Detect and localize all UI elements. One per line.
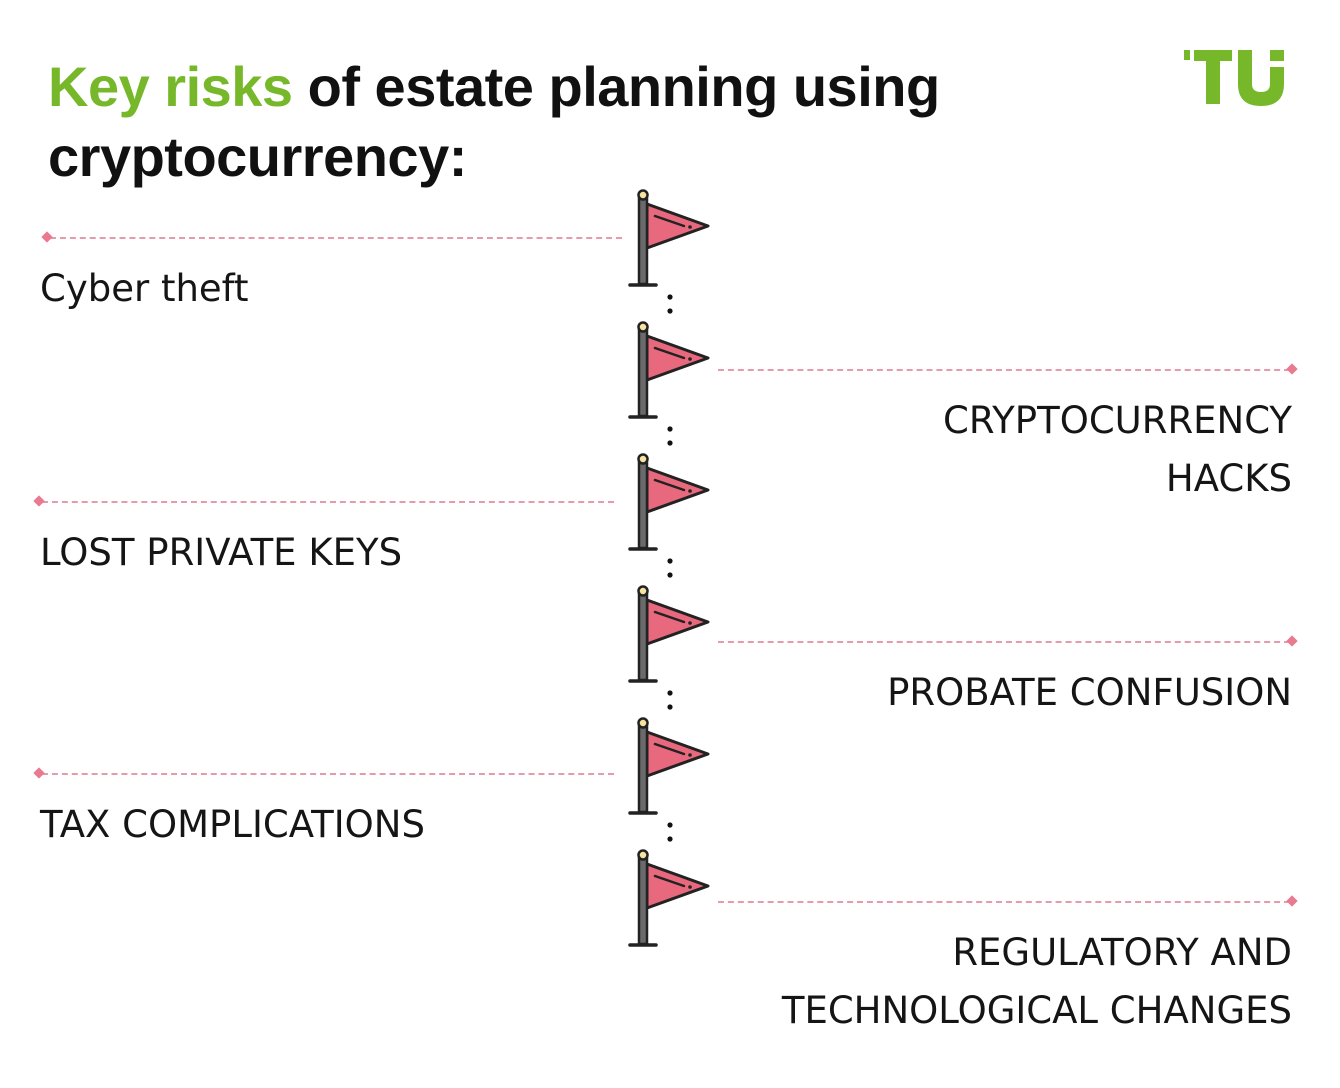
flag-pole [637, 196, 649, 286]
flag-stripe-dot [688, 225, 692, 229]
flag-pole-knob [637, 321, 649, 333]
flag-cloth [645, 466, 710, 514]
connector-colon-dot [667, 426, 673, 432]
title-accent: Key risks [48, 55, 293, 118]
flag-stripe [653, 742, 686, 756]
connector-colon-dot [667, 822, 673, 828]
flag-stripe [653, 874, 686, 888]
flag-cloth [645, 202, 710, 250]
flag-stripe [653, 478, 686, 492]
flag-stripe [653, 346, 686, 360]
risk-label-cryptocurrency-hacks: CRYPTOCURRENCY HACKS [943, 399, 1292, 500]
flag-stripe [653, 214, 686, 228]
flag-pole [637, 592, 649, 682]
connector-colon-dot [667, 572, 673, 578]
flag-pole-knob [637, 585, 649, 597]
flag-pole [637, 724, 649, 814]
risk-label-cyber-theft: Cyber theft [40, 267, 249, 310]
connector-colon-dot [667, 836, 673, 842]
tu-logo [1184, 50, 1284, 106]
title-rest: of estate planning using cryptocurrency: [48, 55, 940, 188]
flag-pole-knob [637, 189, 649, 201]
connector-line [718, 901, 1290, 903]
flag-stripe-dot [688, 621, 692, 625]
flag-pole-knob [637, 717, 649, 729]
flag-stripe-dot [688, 357, 692, 361]
connector-colon-dot [667, 308, 673, 314]
flag-pole-knob [637, 849, 649, 861]
connector-line [50, 237, 622, 239]
connector-line [718, 369, 1290, 371]
risk-label-regulatory-changes: REGULATORY AND TECHNOLOGICAL CHANGES [781, 931, 1292, 1032]
page-title: Key risks of estate planning using crypt… [48, 52, 1048, 192]
flag-stripe-dot [688, 753, 692, 757]
connector-colon-dot [667, 558, 673, 564]
flag-stripe [653, 610, 686, 624]
risk-label-lost-private-keys: LOST PRIVATE KEYS [40, 531, 403, 574]
connector-colon-dot [667, 704, 673, 710]
risk-label-probate-confusion: PROBATE CONFUSION [887, 671, 1292, 714]
flag-pole-knob [637, 453, 649, 465]
flag-cloth [645, 730, 710, 778]
flag-stripe-dot [688, 489, 692, 493]
connector-colon-dot [667, 440, 673, 446]
flag-pole [637, 856, 649, 946]
risk-label-tax-complications: TAX COMPLICATIONS [40, 803, 425, 846]
connector-line [718, 641, 1290, 643]
connector-line [42, 501, 614, 503]
connector-colon-dot [667, 294, 673, 300]
connector-colon-dot [667, 690, 673, 696]
flag-cloth [645, 334, 710, 382]
flag-cloth [645, 862, 710, 910]
flag-pole [637, 460, 649, 550]
flag-pole [637, 328, 649, 418]
flag-stripe-dot [688, 885, 692, 889]
connector-line [42, 773, 614, 775]
flag-cloth [645, 598, 710, 646]
